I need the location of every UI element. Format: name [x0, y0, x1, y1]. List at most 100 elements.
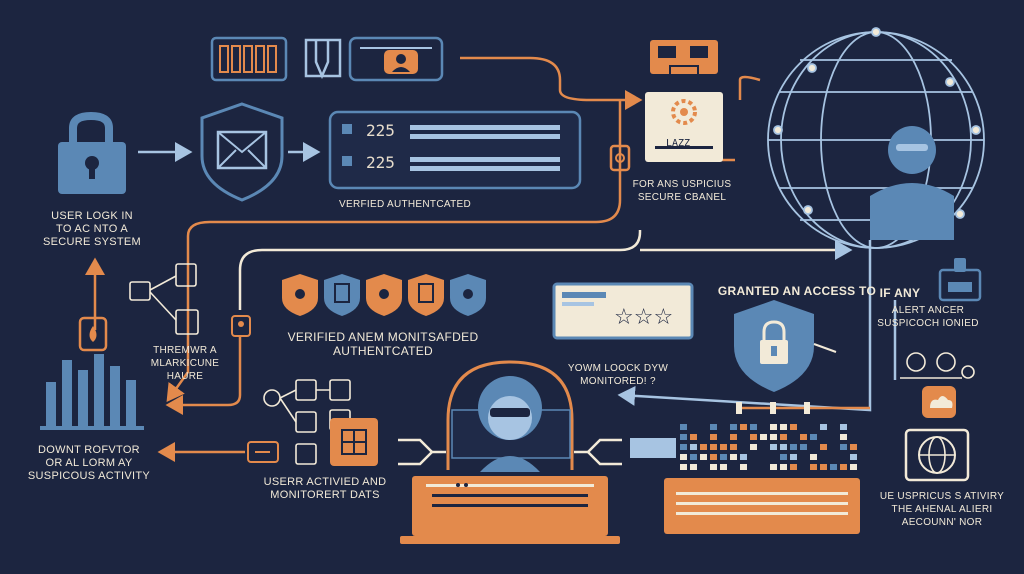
code-cell — [710, 464, 717, 470]
code-cell — [710, 434, 717, 440]
code-cell — [780, 444, 787, 450]
gear-card-icon — [645, 92, 723, 162]
server-rack-icon — [210, 36, 288, 82]
label-if-any: IF ANY — [879, 286, 921, 300]
code-cell — [790, 454, 797, 460]
code-cell — [770, 434, 777, 440]
code-cell — [690, 464, 697, 470]
connector-nodes — [736, 402, 810, 414]
bar-chart-icon — [40, 354, 144, 430]
label-secure-channel: FOR ANS USPICIUS SECURE CBANEL — [632, 179, 732, 203]
code-cell — [730, 454, 737, 460]
code-cell — [690, 454, 697, 460]
star-rating-icon: ☆☆☆ — [552, 282, 694, 340]
panel-code-2: 225 — [366, 153, 395, 172]
code-cell — [810, 454, 817, 460]
code-cell — [850, 444, 857, 450]
document-card-icon — [330, 418, 378, 466]
label-alert-suspicion: ALERT ANCER SUSPICOCH IONIED — [877, 305, 979, 329]
panel-code-1: 225 — [366, 121, 395, 140]
code-cell — [800, 444, 807, 450]
label-monitored-question: YOWM LOOCK DYW MONITORED! ? — [567, 363, 669, 387]
code-cell — [680, 424, 687, 430]
data-panel — [328, 110, 582, 190]
lock-icon — [58, 111, 126, 194]
doc-nodes-icon — [129, 263, 199, 335]
label-user-activity: USERR ACTIVIED AND MONITORERT DATS — [263, 476, 387, 501]
code-cell — [770, 424, 777, 430]
arrow-chip-icon — [247, 441, 279, 463]
code-cell — [780, 434, 787, 440]
operator-icon — [446, 360, 574, 472]
code-cell — [840, 444, 847, 450]
code-cell — [750, 434, 757, 440]
shield-lock-icon — [734, 300, 837, 392]
code-cell — [740, 424, 747, 430]
code-cell — [730, 434, 737, 440]
code-cell — [700, 444, 707, 450]
code-cell — [720, 454, 727, 460]
globe-icon — [904, 428, 970, 482]
monitor-pair-icon — [650, 40, 718, 74]
people-icon — [900, 352, 975, 379]
globe-person-icon — [870, 126, 954, 240]
code-cell — [680, 464, 687, 470]
gear-nodes-icon — [263, 379, 351, 465]
shield-row-icon — [282, 274, 486, 316]
code-cell — [730, 424, 737, 430]
laptop-icon — [400, 476, 620, 544]
code-cell — [690, 444, 697, 450]
id-card-icon — [348, 36, 444, 82]
code-cell — [780, 464, 787, 470]
code-cell — [810, 434, 817, 440]
code-cell — [810, 464, 817, 470]
user-badge-icon — [231, 315, 251, 337]
code-cell — [730, 444, 737, 450]
label-downt-report: DOWNT ROFVTOR OR AL LORM AY SUSPICOUS AC… — [27, 444, 151, 482]
card-code: LAZZ — [666, 138, 691, 149]
code-cell — [760, 434, 767, 440]
code-cell — [850, 454, 857, 460]
code-cell — [850, 464, 857, 470]
code-cell — [740, 454, 747, 460]
code-cell — [680, 434, 687, 440]
code-cell — [680, 454, 687, 460]
globe-user-icon — [767, 27, 985, 249]
code-cell — [770, 444, 777, 450]
code-cell — [690, 434, 697, 440]
robot-arm-icon — [398, 438, 676, 466]
code-cell — [750, 444, 757, 450]
code-cell — [790, 424, 797, 430]
code-cell — [840, 424, 847, 430]
code-cell — [790, 464, 797, 470]
code-cell — [720, 444, 727, 450]
code-cell — [750, 424, 757, 430]
label-threat-machine: THREMWR A MLARKICUNE HAURE — [150, 345, 220, 382]
code-cell — [840, 434, 847, 440]
cloud-icon — [922, 386, 956, 418]
report-block — [664, 478, 860, 534]
code-cell — [710, 454, 717, 460]
code-cell — [680, 444, 687, 450]
clamp-icon — [304, 38, 342, 80]
code-cell — [710, 424, 717, 430]
code-cell — [820, 464, 827, 470]
code-cell — [700, 454, 707, 460]
shield-mail-icon — [200, 102, 284, 202]
code-cell — [710, 444, 717, 450]
code-cell — [790, 444, 797, 450]
svg-text:☆☆☆: ☆☆☆ — [614, 305, 673, 330]
label-suspicious-activity: UE USPRICUS S ATIVIRY THE AHENAL ALIERI … — [879, 491, 1005, 528]
code-cell — [800, 434, 807, 440]
code-cell — [740, 464, 747, 470]
code-cell — [820, 444, 827, 450]
code-block-grid — [680, 424, 857, 470]
alert-bell-icon — [938, 258, 982, 302]
label-verified-authenticated-top: VERFIED AUTHENTCATED — [339, 199, 471, 210]
drop-icon — [78, 316, 108, 352]
code-cell — [840, 464, 847, 470]
code-cell — [770, 464, 777, 470]
label-verified-monitored: VERIFIED ANEM MONITSAFDED AUTHENTCATED — [287, 330, 479, 358]
